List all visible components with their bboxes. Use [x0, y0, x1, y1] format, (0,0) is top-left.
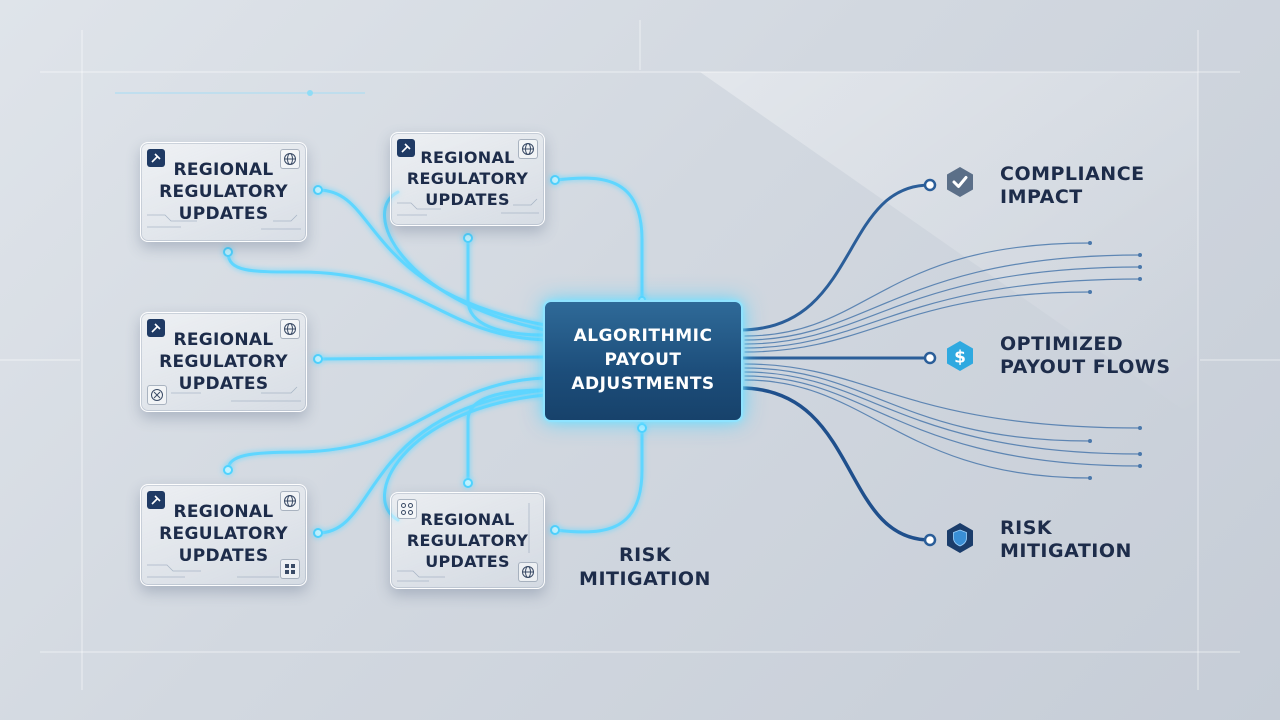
- input-card-5[interactable]: REGIONAL REGULATORY UPDATES: [390, 492, 545, 589]
- globe-icon: [518, 562, 538, 582]
- scale-icon: [147, 385, 167, 405]
- card-label: REGIONAL REGULATORY UPDATES: [406, 510, 529, 571]
- network-icon: [397, 499, 417, 519]
- output-label-payout: OPTIMIZED PAYOUT FLOWS: [1000, 333, 1171, 378]
- glass-sheen: [700, 72, 1198, 420]
- output-connector-dots: [923, 178, 937, 547]
- connector-card5-left: [382, 393, 547, 522]
- connector-card4-top: [226, 376, 547, 472]
- output-label-compliance: COMPLIANCE IMPACT: [1000, 163, 1145, 208]
- connector-card1-bottom: [226, 250, 547, 342]
- connector-card3: [316, 355, 547, 361]
- connector-card1-top: [316, 188, 547, 327]
- connector-card2-right: [553, 176, 644, 302]
- globe-icon: [280, 149, 300, 169]
- connector-card4-right: [316, 388, 547, 535]
- connector-card2-left: [382, 190, 547, 332]
- input-card-1[interactable]: REGIONAL REGULATORY UPDATES: [140, 142, 307, 242]
- card-label: REGIONAL REGULATORY UPDATES: [159, 502, 288, 566]
- circuit-pattern: [397, 503, 530, 582]
- shield-icon: [947, 523, 973, 553]
- circuit-pattern: [171, 386, 301, 402]
- connector-card5-top: [466, 388, 547, 485]
- card-label: REGIONAL REGULATORY UPDATES: [406, 148, 529, 209]
- card-label: REGIONAL REGULATORY UPDATES: [159, 160, 288, 224]
- gavel-icon: [147, 149, 165, 167]
- circuit-pattern: [147, 214, 301, 230]
- gavel-icon: [147, 491, 165, 509]
- center-label: ALGORITHMIC PAYOUT ADJUSTMENTS: [571, 326, 715, 394]
- connector-card5-right: [553, 418, 644, 534]
- input-connectors: [226, 176, 644, 535]
- circuit-pattern: [397, 198, 539, 216]
- svg-text:$: $: [954, 348, 966, 368]
- output-label-risk: RISK MITIGATION: [1000, 517, 1132, 562]
- input-card-4[interactable]: REGIONAL REGULATORY UPDATES: [140, 484, 307, 586]
- dollar-icon: $: [947, 341, 973, 371]
- globe-icon: [280, 491, 300, 511]
- floating-label-risk: RISK MITIGATION: [579, 544, 711, 590]
- globe-icon: [280, 319, 300, 339]
- globe-icon: [518, 139, 538, 159]
- card-label: REGIONAL REGULATORY UPDATES: [159, 330, 288, 394]
- input-card-3[interactable]: REGIONAL REGULATORY UPDATES: [140, 312, 307, 412]
- output-connectors: [738, 183, 1141, 542]
- connector-compliance: [738, 183, 932, 332]
- connector-card2-bottom: [466, 236, 547, 337]
- input-card-2[interactable]: REGIONAL REGULATORY UPDATES: [390, 132, 545, 226]
- gavel-icon: [397, 139, 415, 157]
- check-shield-icon: [947, 167, 973, 197]
- connector-risk: [738, 386, 932, 542]
- grid-icon: [280, 559, 300, 579]
- circuit-pattern: [147, 564, 279, 578]
- algorithmic-payout-node[interactable]: ALGORITHMIC PAYOUT ADJUSTMENTS: [543, 300, 743, 422]
- header-dot: [307, 90, 313, 96]
- gavel-icon: [147, 319, 165, 337]
- output-trace-dots: [1088, 241, 1142, 480]
